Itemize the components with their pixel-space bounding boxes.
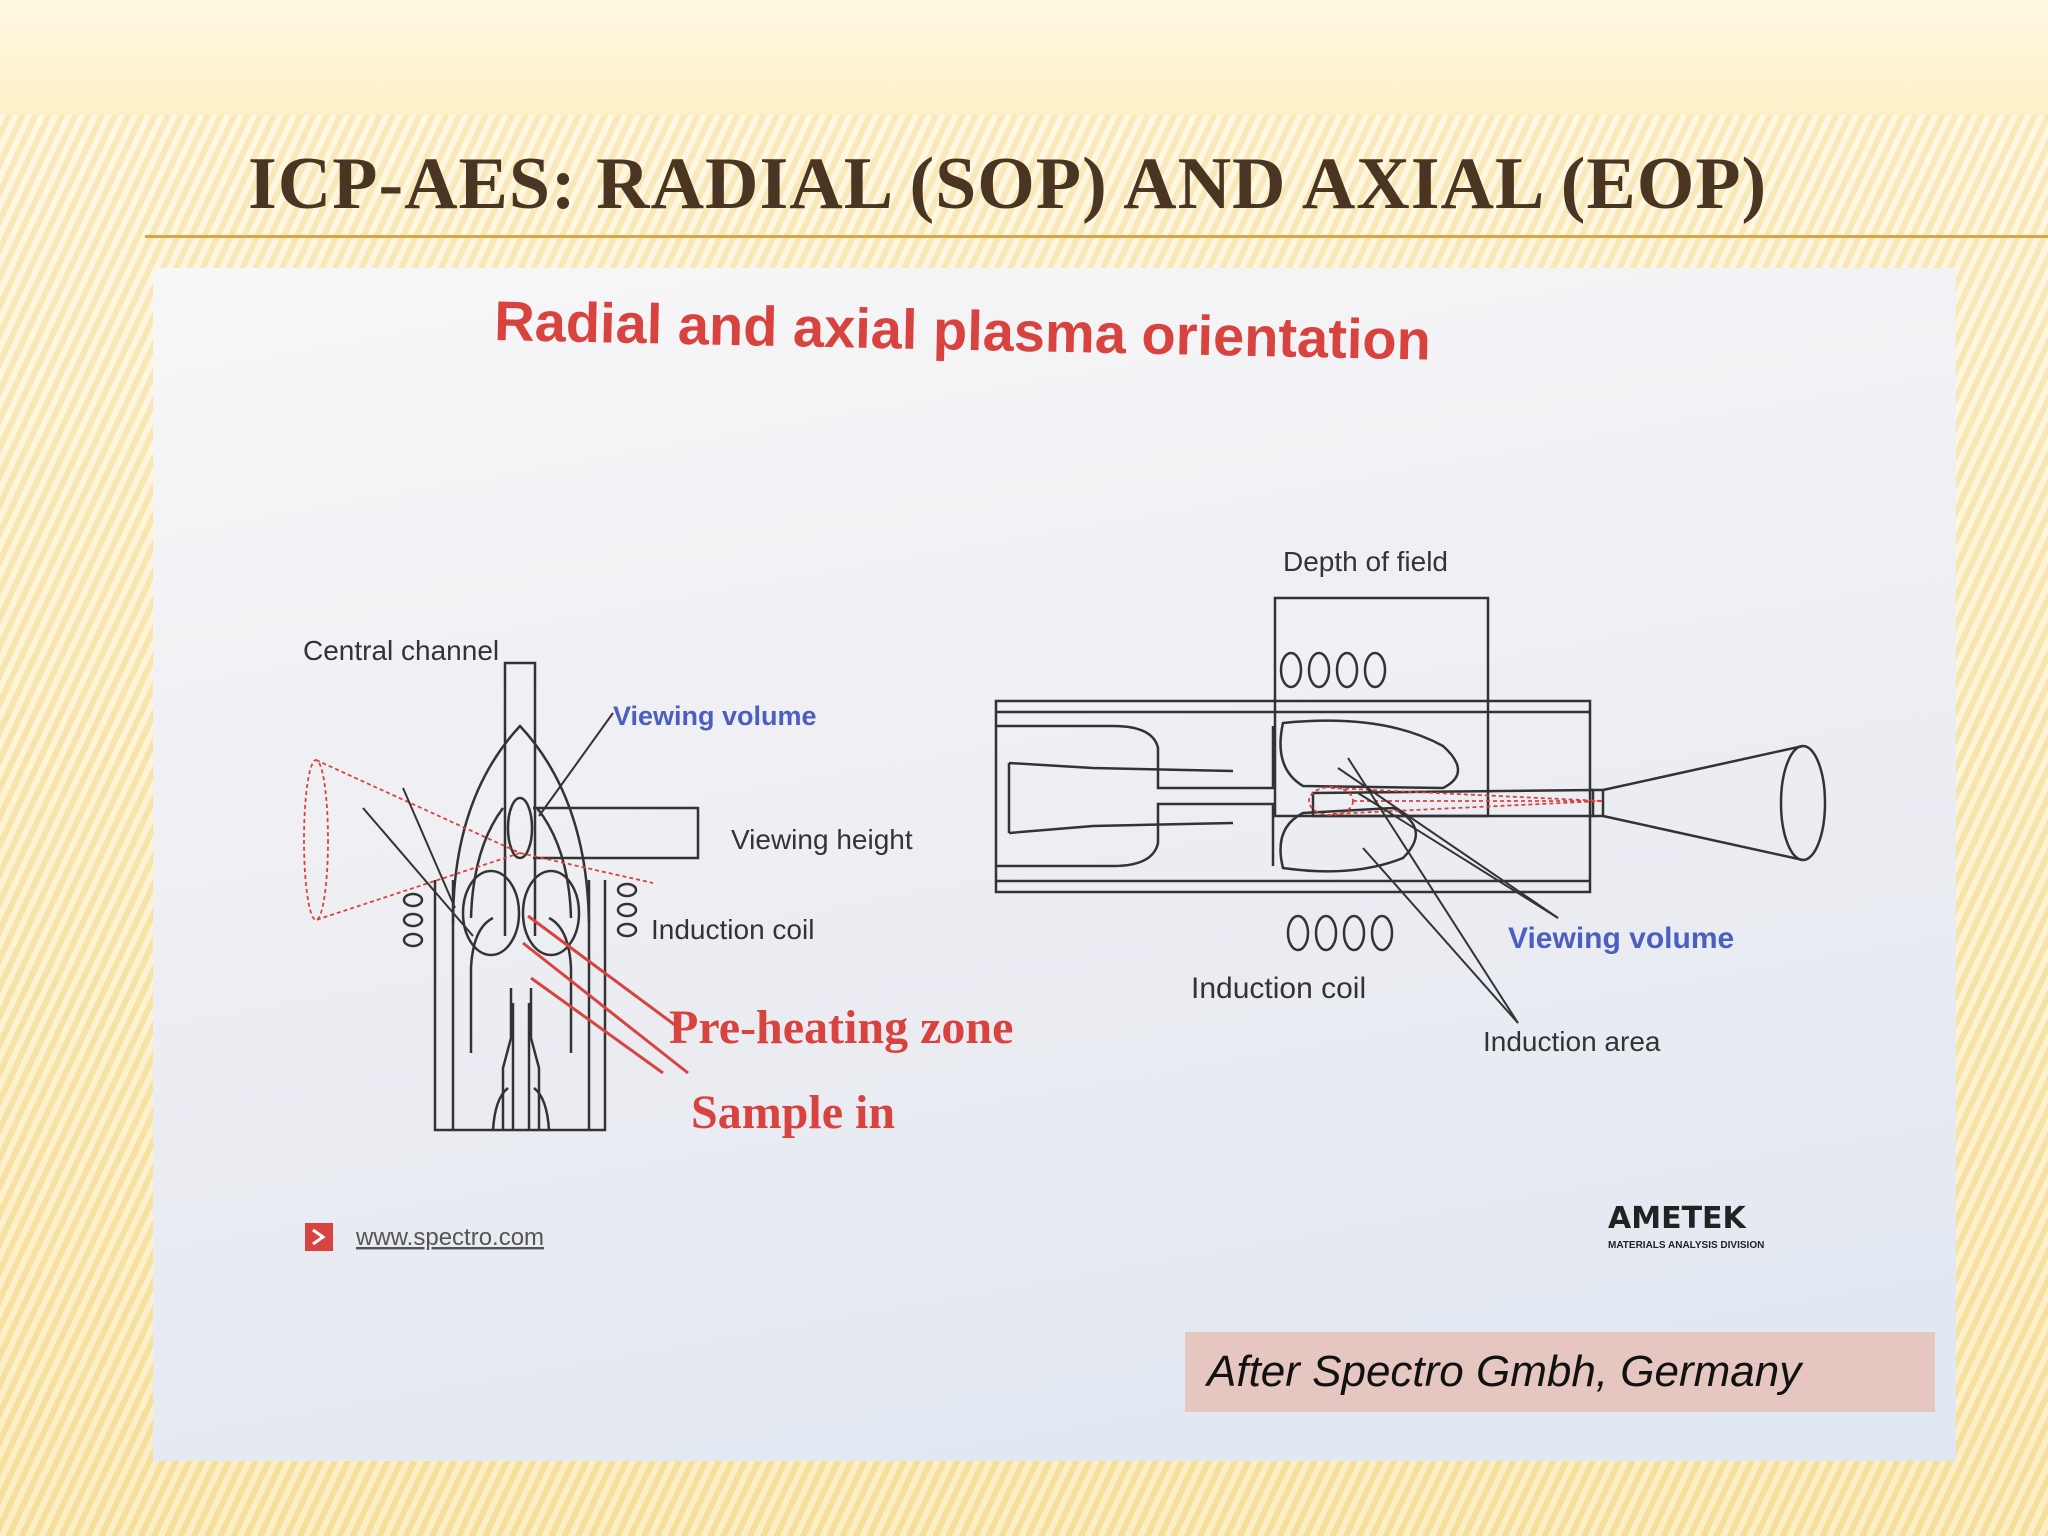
label-pre-heating-zone: Pre-heating zone [669, 1001, 1013, 1054]
label-radial-induction-coil: Induction coil [651, 914, 814, 945]
top-band [0, 0, 2048, 115]
axial-pointers [1337, 757, 1559, 1024]
label-depth-of-field: Depth of field [1283, 546, 1448, 577]
label-radial-viewing-volume: Viewing volume [613, 701, 817, 731]
radial-red-pointers [522, 914, 689, 1075]
title-underline [145, 235, 2048, 238]
radial-torch [433, 661, 700, 1132]
spectro-arrow-icon [305, 1223, 333, 1251]
slide-title: ICP-AES: RADIAL (SOP) AND AXIAL (EOP) [248, 143, 1768, 225]
label-sample-in: Sample in [691, 1086, 895, 1139]
axial-coil-icons [1279, 651, 1394, 952]
label-axial-induction-coil: Induction coil [1191, 972, 1366, 1005]
credit-text: After Spectro Gmbh, Germany [1207, 1347, 1802, 1396]
axial-optical-path [1308, 786, 1604, 816]
label-central-channel: Central channel [303, 635, 499, 666]
label-induction-area: Induction area [1483, 1026, 1661, 1057]
radial-optical-path [303, 759, 654, 921]
diagram-photo: Radial and axial plasma orientation [153, 268, 1956, 1461]
credit-box: After Spectro Gmbh, Germany [1185, 1332, 1935, 1412]
axial-torch [994, 596, 1827, 894]
radial-coil-icons [402, 882, 638, 948]
ametek-logo-subtitle: MATERIALS ANALYSIS DIVISION [1608, 1240, 1764, 1251]
ametek-logo: AMETEK [1608, 1201, 1748, 1236]
label-axial-viewing-volume: Viewing volume [1508, 922, 1734, 955]
spectro-website: www.spectro.com [355, 1224, 544, 1251]
plasma-diagram: Central channel Viewing volume Viewing h… [303, 546, 1827, 1251]
label-viewing-height: Viewing height [731, 824, 913, 855]
radial-pointers [362, 712, 614, 937]
